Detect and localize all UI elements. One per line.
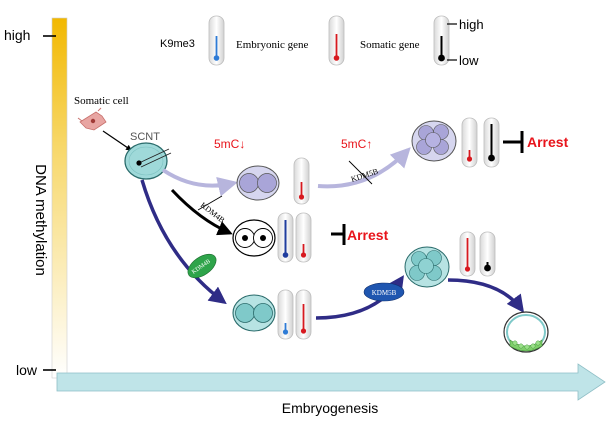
two-cell-arrested-embryo xyxy=(232,219,276,257)
morula-to-blastocyst-arrow xyxy=(447,278,525,313)
arrested-k9me3-thermometer xyxy=(277,212,294,263)
kdm4b-pill: KDM4B xyxy=(187,253,217,279)
y-axis: high low DNA methylation xyxy=(4,17,68,379)
scnt-label: SCNT xyxy=(130,131,160,143)
y-low-label: low xyxy=(16,362,38,378)
y-axis-title: DNA methylation xyxy=(32,164,49,276)
legend-low-label: low xyxy=(459,53,479,68)
arrested-embryonic-thermometer xyxy=(295,212,312,263)
y-high-label: high xyxy=(4,27,30,43)
arrest-inhibition-mid xyxy=(331,224,346,245)
embryogenesis-arrow xyxy=(56,363,606,401)
kdm4b-crossed-label: KDM4B xyxy=(199,200,227,224)
scnt-to-black-arrow xyxy=(170,188,233,236)
teal-morula-embryo xyxy=(404,246,450,288)
legend-embryonic-thermometer xyxy=(328,15,345,66)
legend-somatic-thermometer xyxy=(433,15,450,66)
two-cell-lavender-embryo xyxy=(236,165,280,201)
lavender-embryonic-thermometer xyxy=(293,157,310,205)
legend-somatic-label: Somatic gene xyxy=(360,39,420,51)
scnt-oocyte xyxy=(124,142,172,180)
morula-somatic-thermometer xyxy=(483,117,500,168)
arrested-morula-embryo xyxy=(411,120,457,162)
kdm4b-crossed: KDM4B xyxy=(197,195,227,225)
scnt-to-navy-arrow xyxy=(140,179,227,305)
x-axis: Embryogenesis xyxy=(56,363,606,416)
kdm5b-pill-label: KDM5B xyxy=(372,289,397,297)
somatic-cell-label: Somatic cell xyxy=(74,95,129,107)
kdm4b-cross-line xyxy=(197,195,223,211)
teal-k9me3-thermometer xyxy=(277,289,294,340)
arrest-inhibition-top xyxy=(503,131,524,153)
legend: K9me3 Embryonic gene Somatic gene high l… xyxy=(160,15,484,68)
kdm5b-pill: KDM5B xyxy=(363,282,405,302)
mc-up-label: 5mC↑ xyxy=(341,137,372,151)
morula-embryonic-thermometer xyxy=(461,117,478,168)
legend-k9me3-thermometer xyxy=(208,15,225,66)
arrest-mid-label: Arrest xyxy=(347,227,389,243)
legend-high-label: high xyxy=(459,17,484,32)
lavender-to-morula-arrow xyxy=(317,147,411,189)
legend-k9me3-label: K9me3 xyxy=(160,38,195,50)
blastocyst xyxy=(503,311,549,353)
teal-morula-embryonic-thermometer xyxy=(459,231,476,277)
x-axis-title: Embryogenesis xyxy=(282,400,379,416)
kdm5b-cross-line xyxy=(348,160,373,185)
scnt-to-lavender-arrow xyxy=(161,168,238,197)
teal-embryonic-thermometer xyxy=(295,289,312,340)
methylation-gradient-bar xyxy=(51,17,68,379)
teal-morula-somatic-thermometer xyxy=(479,231,496,277)
somatic-cell-icon xyxy=(77,107,107,131)
mc-down-label: 5mC↓ xyxy=(214,137,245,151)
two-cell-teal-embryo xyxy=(232,294,276,332)
arrest-top-label: Arrest xyxy=(527,134,569,150)
legend-embryonic-label: Embryonic gene xyxy=(236,39,309,51)
somatic-to-scnt-arrow xyxy=(102,130,132,151)
